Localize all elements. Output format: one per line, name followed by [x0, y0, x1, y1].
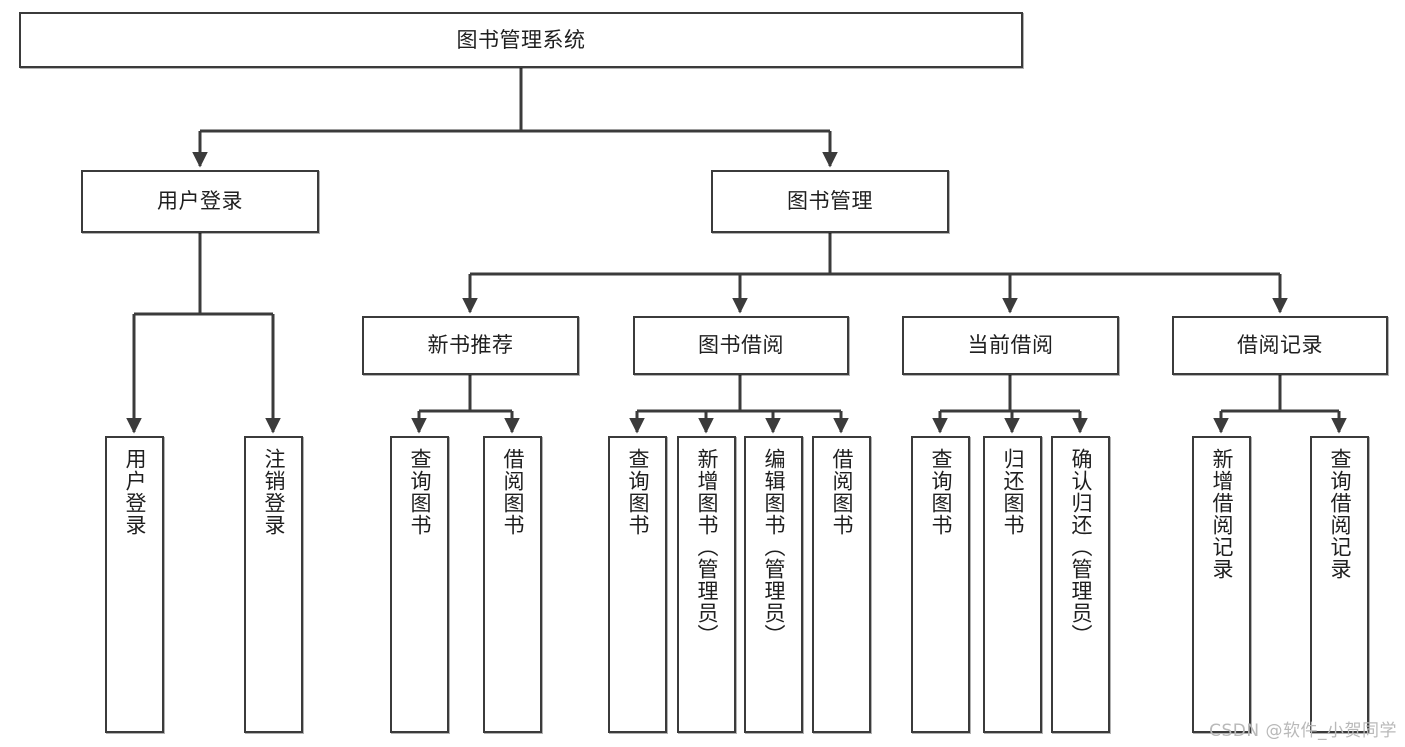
- node-label-leaf-query-book-c: 查询图书: [928, 448, 953, 536]
- node-leaf-edit-book[interactable]: 编辑图书（管理员）: [744, 436, 803, 733]
- node-label-leaf-borrow-book-b: 借阅图书: [829, 448, 854, 536]
- node-leaf-query-book-b[interactable]: 查询图书: [608, 436, 667, 733]
- node-label-leaf-query-book-b: 查询图书: [625, 448, 650, 536]
- node-leaf-logout[interactable]: 注销登录: [244, 436, 303, 733]
- node-root[interactable]: 图书管理系统: [19, 12, 1023, 68]
- node-book-borrow[interactable]: 图书借阅: [633, 316, 849, 375]
- node-label-current-borrow: 当前借阅: [967, 333, 1054, 358]
- node-label-book-borrow: 图书借阅: [698, 333, 784, 358]
- node-label-book-manage: 图书管理: [787, 189, 873, 214]
- node-label-leaf-add-record: 新增借阅记录: [1209, 448, 1234, 580]
- node-label-leaf-confirm-return: 确认归还（管理员）: [1068, 448, 1093, 646]
- node-leaf-add-book[interactable]: 新增图书（管理员）: [677, 436, 736, 733]
- node-label-user-login: 用户登录: [157, 189, 243, 214]
- node-leaf-borrow-book-b[interactable]: 借阅图书: [812, 436, 871, 733]
- node-book-manage[interactable]: 图书管理: [711, 170, 949, 233]
- node-leaf-borrow-book-a[interactable]: 借阅图书: [483, 436, 542, 733]
- node-label-root: 图书管理系统: [456, 27, 586, 52]
- node-label-leaf-add-book: 新增图书（管理员）: [694, 448, 719, 646]
- node-leaf-query-book-a[interactable]: 查询图书: [390, 436, 449, 733]
- node-new-book-rec[interactable]: 新书推荐: [362, 316, 579, 375]
- node-label-borrow-record: 借阅记录: [1237, 333, 1323, 358]
- node-leaf-confirm-return[interactable]: 确认归还（管理员）: [1051, 436, 1110, 733]
- node-leaf-return-book[interactable]: 归还图书: [983, 436, 1042, 733]
- node-label-leaf-return-book: 归还图书: [1000, 448, 1025, 536]
- node-label-leaf-query-book-a: 查询图书: [407, 448, 432, 536]
- node-label-leaf-user-login: 用户登录: [122, 448, 147, 536]
- node-leaf-add-record[interactable]: 新增借阅记录: [1192, 436, 1251, 733]
- node-borrow-record[interactable]: 借阅记录: [1172, 316, 1388, 375]
- node-label-leaf-edit-book: 编辑图书（管理员）: [761, 448, 786, 646]
- csdn-watermark: CSDN @软件_小贺同学: [1209, 721, 1397, 741]
- node-leaf-query-book-c[interactable]: 查询图书: [911, 436, 970, 733]
- node-leaf-user-login[interactable]: 用户登录: [105, 436, 164, 733]
- node-current-borrow[interactable]: 当前借阅: [902, 316, 1119, 375]
- node-label-leaf-query-record: 查询借阅记录: [1327, 448, 1352, 580]
- node-user-login[interactable]: 用户登录: [81, 170, 319, 233]
- node-label-leaf-logout: 注销登录: [261, 448, 286, 536]
- node-label-new-book-rec: 新书推荐: [427, 333, 514, 358]
- node-leaf-query-record[interactable]: 查询借阅记录: [1310, 436, 1369, 733]
- node-label-leaf-borrow-book-a: 借阅图书: [500, 448, 525, 536]
